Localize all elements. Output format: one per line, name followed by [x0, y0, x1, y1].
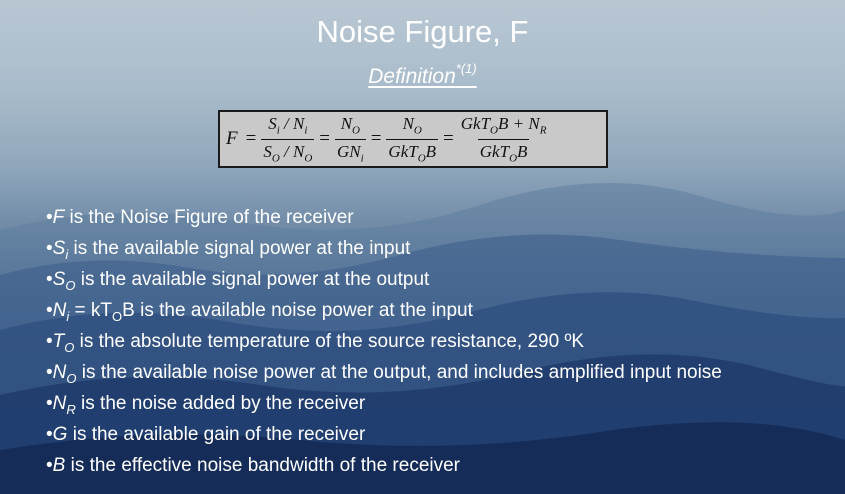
- definition-heading: Definition*(1): [0, 61, 845, 89]
- list-item: •B is the effective noise bandwidth of t…: [46, 455, 461, 476]
- slide-title: Noise Figure, F: [316, 14, 529, 49]
- list-item: •NO is the available noise power at the …: [46, 362, 722, 386]
- list-item: •SO is the available signal power at the…: [46, 269, 430, 293]
- list-item: •F is the Noise Figure of the receiver: [46, 207, 354, 228]
- equals-sign: =: [370, 128, 382, 149]
- fraction-total-noise: GkTOB + NR GkTOB: [460, 114, 547, 164]
- list-item: •G is the available gain of the receiver: [46, 424, 366, 445]
- definition-list: •F is the Noise Figure of the receiver •…: [46, 202, 722, 481]
- definition-label: Definition: [368, 65, 456, 88]
- equals-sign: =: [245, 128, 257, 149]
- fraction-no-over-gktb: NO GkTOB: [386, 114, 439, 164]
- noise-figure-formula: F = Si / Ni SO / NO = NO GNi = NO GkTOB …: [218, 110, 608, 168]
- list-item: •Ni = kTOB is the available noise power …: [46, 300, 473, 324]
- fraction-snr-ratio: Si / Ni SO / NO: [261, 114, 315, 164]
- list-item: •NR is the noise added by the receiver: [46, 393, 366, 417]
- list-item: •TO is the absolute temperature of the s…: [46, 331, 585, 355]
- equals-sign: =: [443, 128, 454, 149]
- fraction-no-over-gni: NO GNi: [335, 114, 366, 164]
- formula-lhs: F: [226, 128, 238, 149]
- equals-sign: =: [319, 128, 331, 149]
- footnote-marker: *(1): [455, 61, 477, 76]
- list-item: •Si is the available signal power at the…: [46, 238, 411, 262]
